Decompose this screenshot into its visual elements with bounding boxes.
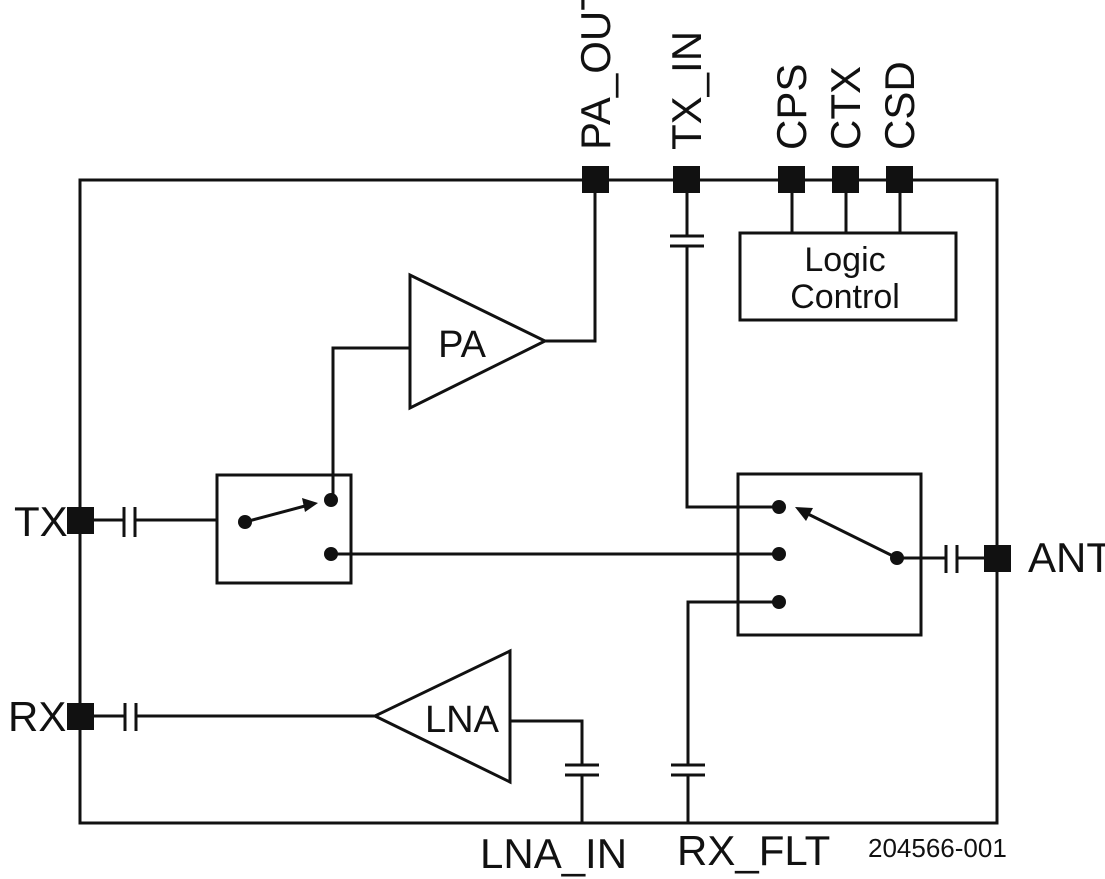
tx-label: TX (14, 498, 68, 545)
csd-pin (886, 166, 913, 193)
rx-pin (67, 703, 94, 730)
figure-id: 204566-001 (868, 833, 1007, 863)
tx-switch-pa-node (324, 493, 338, 507)
lna-in-wire (510, 719, 584, 765)
logic-label: Logic (804, 241, 885, 279)
rx-flt-label: RX_FLT (677, 827, 830, 874)
ant-label: ANT (1028, 534, 1105, 581)
cps-pin (778, 166, 805, 193)
cps-label: CPS (768, 64, 815, 150)
tx-in-label: TX_IN (663, 31, 710, 150)
ctx-pin (832, 166, 859, 193)
tx-pin (67, 507, 94, 534)
pa-in-wire (331, 346, 410, 500)
ant-switch-bypass-node (772, 547, 786, 561)
control-label: Control (790, 278, 900, 316)
rx-flt-wire (686, 600, 779, 765)
pa-amplifier (408, 272, 549, 411)
tx-switch-arrowhead (302, 498, 318, 512)
tx-in-wire (685, 246, 779, 509)
csd-label: CSD (876, 61, 923, 150)
tx-in-pin (673, 166, 700, 193)
lna-in-label: LNA_IN (480, 830, 627, 877)
ctx-label: CTX (822, 66, 869, 150)
tx-switch-arm (244, 504, 306, 524)
tx-switch (215, 473, 353, 585)
chip-outline (78, 178, 999, 825)
lna-amplifier (371, 648, 512, 785)
pa-out-pin (582, 166, 609, 193)
rx-label: RX (8, 693, 66, 740)
pa-label: PA (438, 324, 487, 366)
ant-pin (984, 545, 1011, 572)
logic-control-block (738, 231, 958, 322)
pa-out-wire (545, 193, 597, 343)
lna-label: LNA (425, 699, 500, 741)
ant-switch-arrowhead (795, 507, 813, 521)
pa-out-label: PA_OUT (572, 0, 619, 150)
ant-switch-arm (807, 512, 898, 560)
antenna-switch (736, 472, 923, 637)
